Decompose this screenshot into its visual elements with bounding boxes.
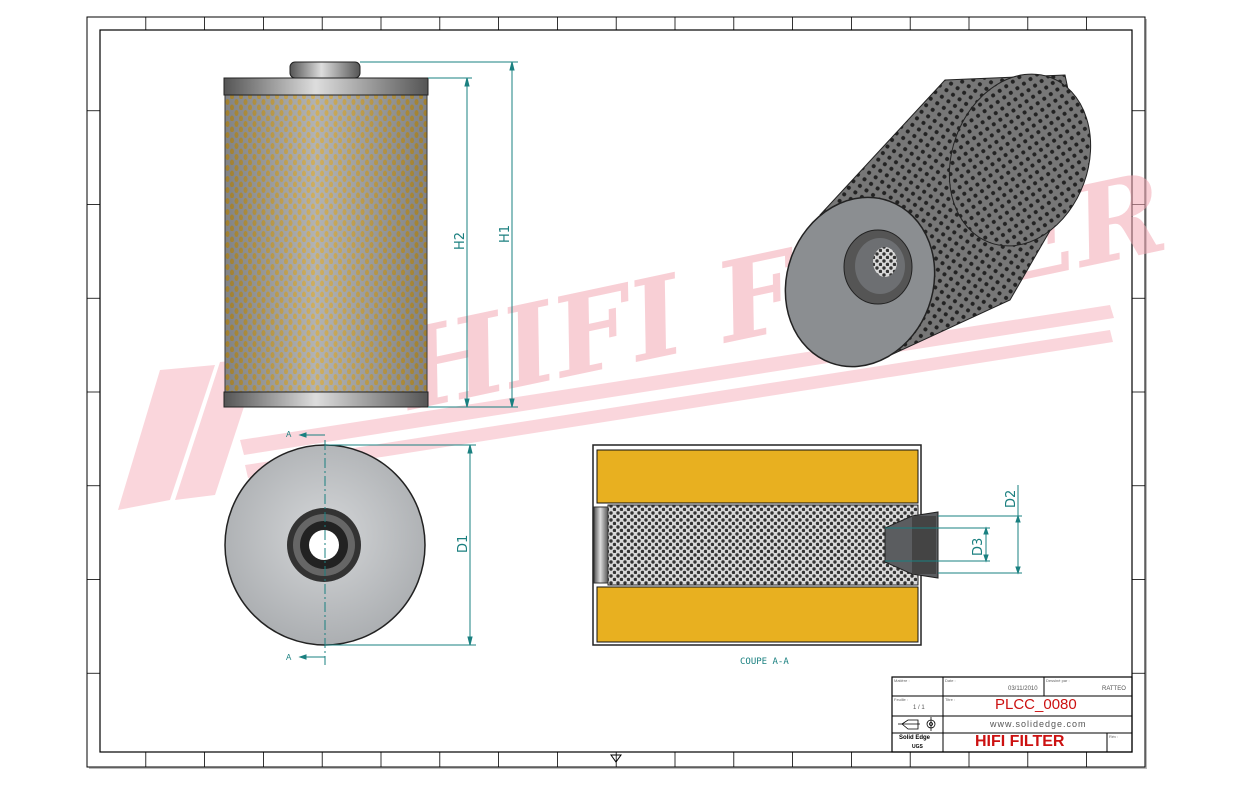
material-label: Matière : (894, 678, 910, 683)
top-nipple (289, 61, 361, 79)
title-block-frame (891, 676, 1133, 753)
dim-d3-label: D3 (971, 538, 986, 556)
company-name: HIFI FILTER (975, 733, 1065, 750)
date-value: 03/11/2010 (1008, 686, 1038, 692)
media-top (596, 449, 919, 504)
website: www.solidedge.com (990, 719, 1087, 729)
section-view (592, 444, 939, 646)
drawn-by-label: Dessiné par : (1046, 678, 1070, 683)
end-dimensions (298, 432, 476, 665)
drawn-by-value: RATTEO (1102, 686, 1126, 692)
center-mark (610, 754, 622, 763)
software-name: Solid Edge (899, 735, 931, 741)
top-cap (223, 77, 429, 96)
revision-label: Rév : (1109, 734, 1119, 739)
date-label: Date : (945, 678, 956, 683)
media-bottom (596, 586, 919, 643)
sheet-value: 1 / 1 (913, 705, 925, 711)
section-label: COUPE A-A (740, 657, 789, 667)
software-sub: UGS (912, 744, 923, 750)
front-dimensions (360, 61, 518, 408)
dim-d1-label: D1 (456, 535, 471, 553)
title-label: Titre : (945, 697, 956, 702)
section-mark-top: A (286, 430, 292, 439)
section-mark-bottom: A (286, 653, 292, 662)
dim-d2-label: D2 (1004, 490, 1019, 508)
section-dimensions (885, 485, 1022, 575)
sheet-label: Feuille : (894, 697, 909, 702)
cad-logo-icon (898, 717, 936, 731)
part-number: PLCC_0080 (995, 696, 1077, 713)
front-view (223, 61, 429, 408)
center-tube (607, 504, 919, 586)
bottom-cap (223, 391, 429, 408)
isometric-view (784, 73, 1092, 368)
dim-h1-label: H1 (498, 225, 513, 243)
zone-ticks (87, 17, 1145, 767)
dim-h2-label: H2 (453, 232, 468, 250)
